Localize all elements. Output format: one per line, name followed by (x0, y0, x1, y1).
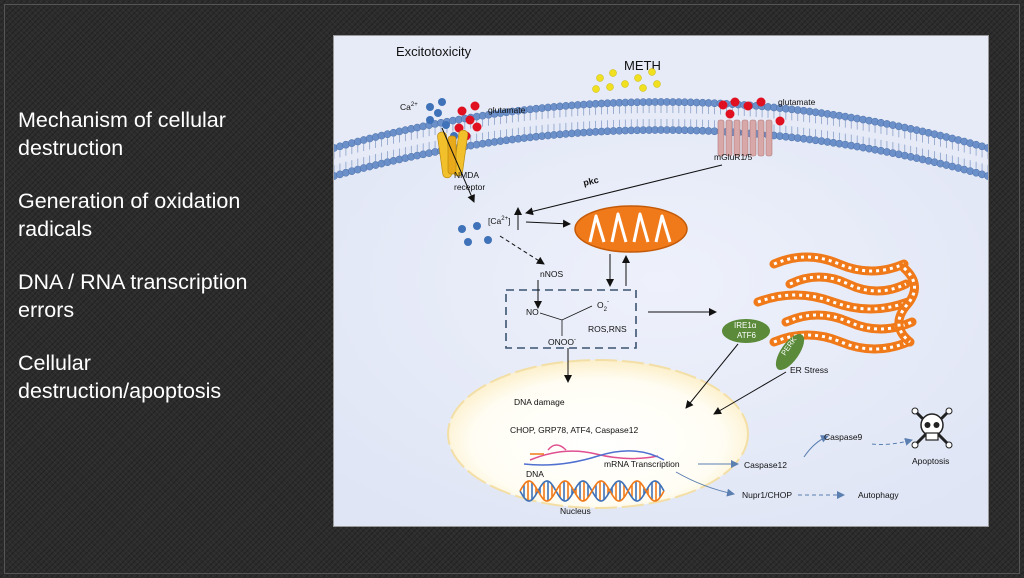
mrna-strands (523, 444, 665, 466)
ire1-to-nucleus-arrow (685, 343, 739, 409)
nupr1-chop-label: Nupr1/CHOP (742, 490, 792, 500)
er-stress-label: ER Stress (790, 365, 828, 375)
meth-molecules (592, 68, 661, 93)
caspase12-label: Caspase12 (744, 460, 787, 470)
excitotoxicity-diagram: Excitotoxicity METH Ca2+ glutamate gluta… (330, 44, 992, 526)
nmda-label: NMDA (454, 170, 479, 180)
bullet-item: Generation of oxidation radicals (18, 189, 241, 241)
diagram-panel: Excitotoxicity METH Ca2+ glutamate gluta… (330, 36, 992, 526)
no-label: NO (526, 307, 539, 317)
nucleus-label: Nucleus (560, 506, 591, 516)
calcium-to-mitochondria-arrow (525, 219, 571, 228)
nmda-receptor (437, 129, 469, 179)
mrna-transcription-label: mRNA Transcription (604, 459, 680, 469)
mrna-to-nupr1-arrow (675, 471, 735, 497)
nmda-receptor-label: receptor (454, 182, 485, 192)
intracellular-calcium (458, 222, 492, 246)
autophagy-label: Autophagy (858, 490, 899, 500)
bullet-list: Mechanism of cellular destruction Genera… (18, 106, 318, 430)
dna-label: DNA (526, 469, 544, 479)
slide-frame (4, 4, 1020, 574)
dna-double-helix (519, 480, 665, 502)
pkc-label: pkc (582, 175, 599, 188)
pkc-arrow (525, 164, 723, 216)
skull-crossbones-icon (911, 407, 953, 449)
calcium-to-nnos-arrow (499, 235, 545, 265)
bullet-item: DNA / RNA transcription errors (18, 270, 248, 322)
ire1-atf6-receptor: IRE1α ATF6 (722, 319, 770, 343)
atf6-label: ATF6 (737, 331, 757, 340)
calcium-concentration-label: [Ca2+] (488, 216, 510, 226)
dna-damage-label: DNA damage (514, 397, 565, 407)
ire1-label: IRE1α (734, 321, 757, 330)
perk-to-nucleus-arrow (713, 371, 787, 415)
glutamate-molecules-left (454, 101, 482, 141)
apoptosis-label: Apoptosis (912, 456, 949, 466)
bullet-item: Mechanism of cellular destruction (18, 108, 226, 160)
mglur-label: mGluR1/5 (714, 152, 753, 162)
nucleus (447, 359, 749, 509)
peroxynitrite-label: ONOO- (548, 337, 576, 347)
glutamate-right-label: glutamate (778, 97, 816, 107)
calcium-label: Ca2+ (400, 102, 418, 112)
stress-genes-label: CHOP, GRP78, ATF4, Caspase12 (510, 425, 638, 435)
ros-rns-box (505, 289, 637, 349)
caspase12-to-caspase9-arrow (803, 435, 829, 458)
caspase9-to-apoptosis-arrow (871, 437, 913, 446)
calcium-ions (426, 98, 458, 140)
ros-rns-label: ROS,RNS (588, 324, 627, 334)
superoxide-label: O2- (597, 299, 609, 313)
calcium-influx-arrow (441, 127, 475, 203)
bullet-item: Cellular destruction/apoptosis (18, 351, 222, 403)
mglur-receptor (717, 119, 773, 157)
diagram-title: Excitotoxicity (396, 44, 472, 59)
endoplasmic-reticulum (753, 252, 919, 354)
glutamate-molecules-right (718, 97, 785, 126)
caspase9-label: Caspase9 (824, 432, 863, 442)
mitochondrion (574, 205, 688, 253)
glutamate-left-label: glutamate (488, 105, 526, 115)
nnos-label: nNOS (540, 269, 563, 279)
